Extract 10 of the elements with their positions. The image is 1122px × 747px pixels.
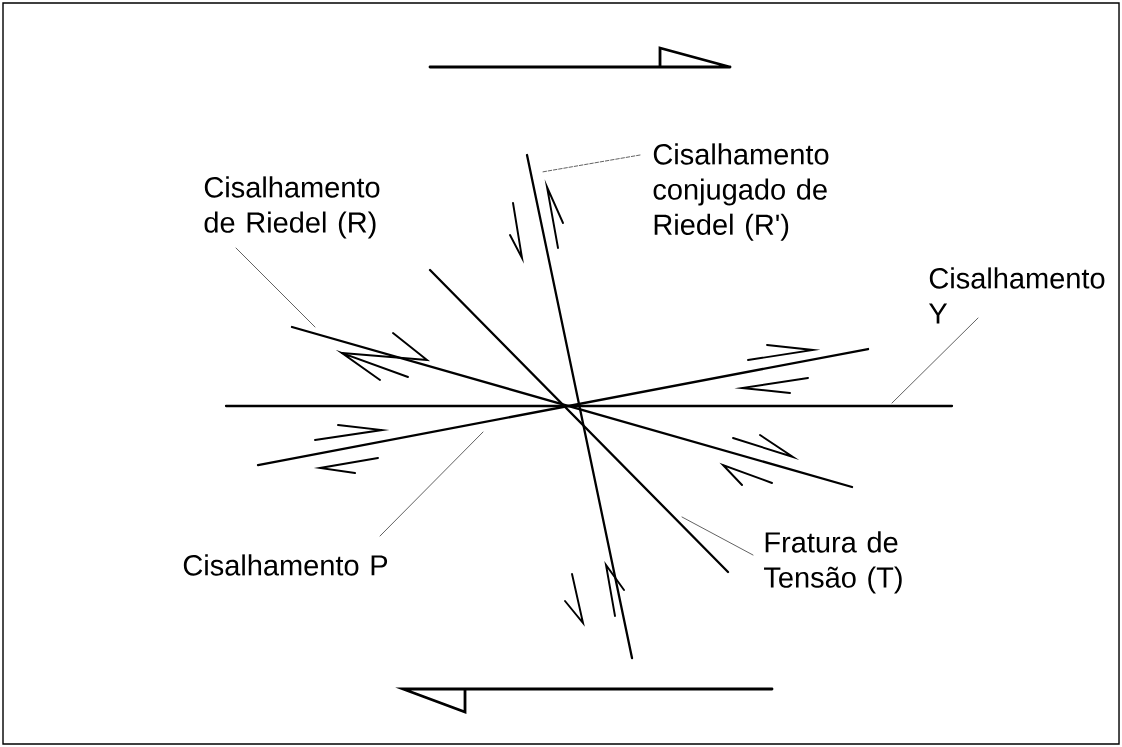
label-text: Cisalhamento P (183, 554, 388, 576)
label-text: Cisalhamento Y (929, 267, 1105, 324)
leader-line (891, 317, 979, 404)
leader-line (235, 247, 316, 328)
label-text: Cisalhamento conjugado de Riedel (R') (653, 143, 829, 241)
label-text: Fratura de Tensão (T) (764, 531, 902, 594)
leader-line (681, 516, 754, 556)
leader-line (541, 154, 641, 173)
label-text: Cisalhamento de Riedel (R) (204, 176, 380, 239)
leader-line (379, 431, 484, 537)
